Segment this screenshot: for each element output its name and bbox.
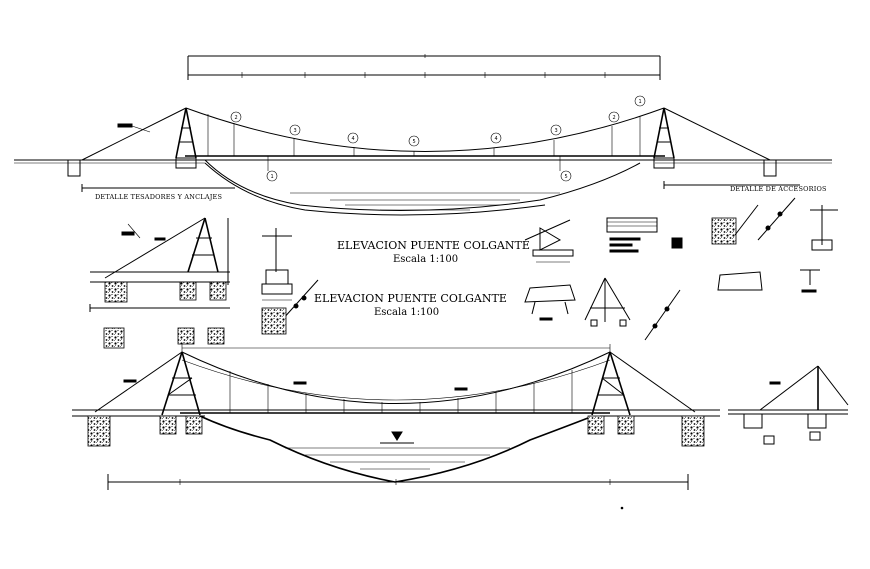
rock-sample	[207, 327, 225, 345]
callout-label: 1	[639, 99, 642, 105]
accessories-detail-label: DETALLE DE ACCESORIOS	[730, 185, 827, 193]
second-scale: Escala 1:100	[374, 307, 439, 318]
water-level-marker	[391, 431, 403, 441]
top-river-bed	[204, 159, 641, 211]
top-dimension-line	[187, 54, 661, 80]
callout-label: 3	[555, 128, 558, 134]
second-title: ELEVACION PUENTE COLGANTE	[314, 292, 507, 305]
clamp-detail-left	[261, 228, 319, 335]
top-left-tower	[175, 107, 197, 169]
main-title: ELEVACION PUENTE COLGANTE	[337, 239, 530, 252]
callout-label: 2	[235, 115, 238, 121]
top-hangers	[207, 114, 641, 156]
anchors-detail-label: DETALLE TESADORES Y ANCLAJES	[95, 193, 222, 201]
callout-label: 5	[413, 139, 416, 145]
bottom-main-cable	[181, 351, 611, 404]
callout-label: 2	[613, 115, 616, 121]
top-main-cable	[185, 107, 665, 152]
bottom-left-tower	[159, 351, 203, 435]
top-callouts: 1 2 3 4 5 4 3 2 1 5	[230, 95, 646, 182]
side-section-detail	[728, 365, 849, 445]
main-scale: Escala 1:100	[393, 254, 458, 265]
bottom-hangers	[229, 370, 573, 413]
rock-sample	[177, 327, 195, 345]
bottom-river-bed	[199, 415, 589, 483]
rock-sample	[103, 327, 125, 349]
callout-label: 4	[352, 136, 355, 142]
accessory-details	[524, 197, 838, 341]
bottom-elevation	[72, 344, 781, 510]
callout-label: 4	[495, 136, 498, 142]
callout-label: 1	[271, 174, 274, 180]
bottom-right-tower	[587, 351, 635, 435]
callout-label: 5	[565, 174, 568, 180]
top-right-tower	[653, 107, 675, 169]
callout-label: 3	[294, 128, 297, 134]
anchor-detail-drawing	[89, 217, 230, 312]
top-elevation: 1 2 3 4 5 4 3 2 1 5 DETALLE TESADORES Y …	[14, 54, 832, 216]
